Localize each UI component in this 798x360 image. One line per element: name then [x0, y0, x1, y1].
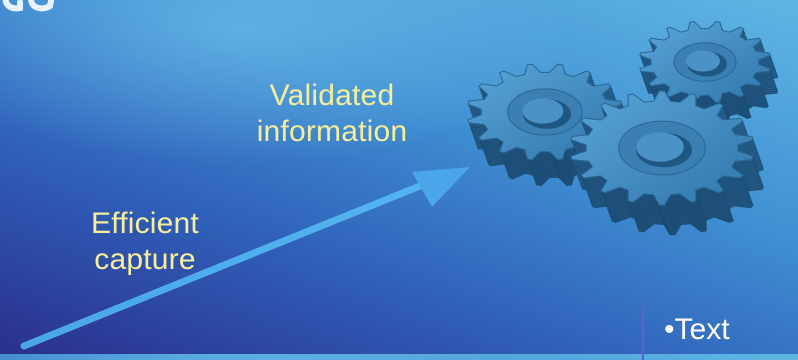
efficient-label-line-2: capture	[94, 243, 196, 276]
bullet-placeholder-box	[642, 300, 798, 360]
validated-label-line-2: information	[256, 115, 408, 148]
gear-top-right	[639, 21, 779, 125]
bullet-text: •Text	[664, 313, 730, 346]
gear-bottom	[570, 90, 764, 236]
efficient-label-line-1: Efficient	[91, 207, 199, 240]
validated-information-label: Validated information	[222, 78, 442, 150]
arrow-icon	[20, 167, 470, 350]
efficient-capture-label: Efficient capture	[70, 206, 220, 278]
gears-icon	[467, 21, 779, 236]
validated-label-line-1: Validated	[269, 79, 395, 112]
title-fragment	[2, 0, 55, 12]
